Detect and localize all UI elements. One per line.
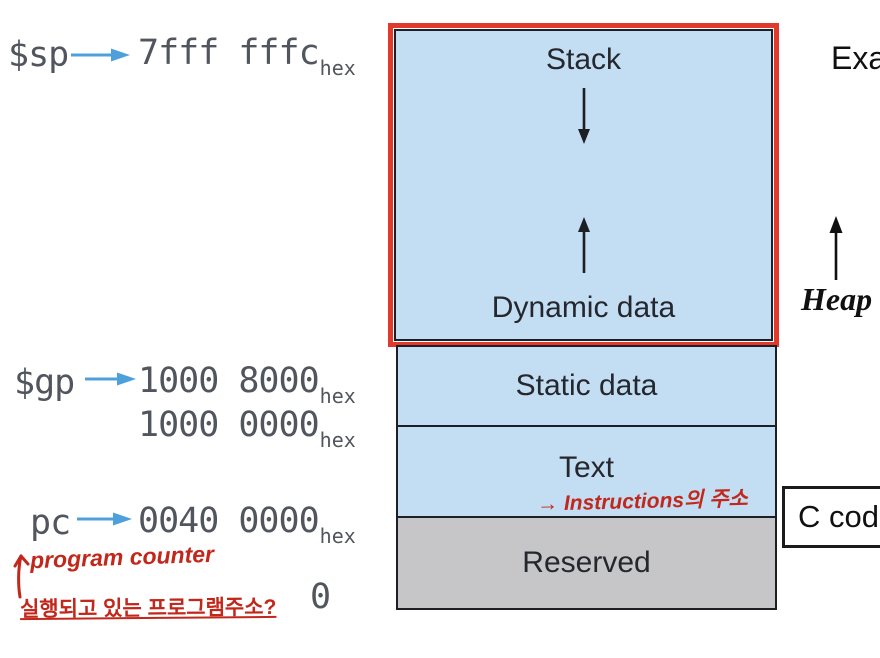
c-code-label-truncated: C cod — [798, 499, 879, 534]
pc-register-label: pc — [30, 503, 71, 543]
c-code-box: C cod — [782, 486, 880, 548]
handwritten-korean-note: 실행되고 있는 프로그램주소? — [19, 595, 277, 622]
heap-grow-up-arrow-icon — [577, 217, 590, 273]
pc-pointer-arrow-icon — [77, 512, 132, 526]
static-data-segment: Static data — [396, 345, 777, 427]
stack-grow-down-arrow-icon — [577, 88, 590, 144]
static-data-label: Static data — [515, 369, 658, 402]
stack-segment-label: Stack — [545, 43, 622, 76]
sp-register-label: $sp — [8, 35, 69, 75]
pc-address-hex: 0040 0000 — [138, 501, 320, 541]
static-base-base: hex — [319, 428, 356, 452]
heap-up-arrow-icon — [829, 216, 843, 280]
sp-address-value: 7fff fffchex — [138, 33, 356, 79]
zero-address-label: 0 — [310, 577, 331, 617]
gp-pointer-arrow-icon — [85, 372, 136, 386]
handwritten-up-arrow-icon — [13, 554, 30, 599]
text-segment-label: Text — [558, 451, 615, 484]
dynamic-data-label: Dynamic data — [491, 291, 676, 324]
static-base-address-value: 1000 0000hex — [138, 405, 356, 451]
stack-heap-highlight-box: Stack Dynamic data — [388, 23, 779, 347]
gp-register-label: $gp — [14, 363, 75, 403]
heap-label: Heap — [801, 281, 873, 317]
reserved-label: Reserved — [522, 546, 651, 579]
text-segment: Text — [396, 425, 777, 518]
sp-address-hex: 7fff fffc — [138, 33, 320, 73]
sp-pointer-arrow-icon — [71, 48, 130, 62]
gp-address-value: 1000 8000hex — [138, 361, 356, 407]
gp-address-base: hex — [319, 384, 356, 408]
handwritten-instructions-note: → Instructions의 주소 — [536, 487, 749, 516]
reserved-segment: Reserved — [396, 516, 777, 610]
stack-dynamic-segment: Stack Dynamic data — [394, 29, 773, 341]
sp-address-base: hex — [319, 56, 356, 80]
pc-address-value: 0040 0000hex — [138, 501, 356, 547]
handwritten-program-counter-note: program counter — [29, 540, 215, 574]
static-base-hex: 1000 0000 — [138, 405, 320, 445]
example-heading-truncated: Exa — [831, 40, 880, 76]
pc-address-base: hex — [319, 524, 356, 548]
gp-address-hex: 1000 8000 — [138, 361, 320, 401]
